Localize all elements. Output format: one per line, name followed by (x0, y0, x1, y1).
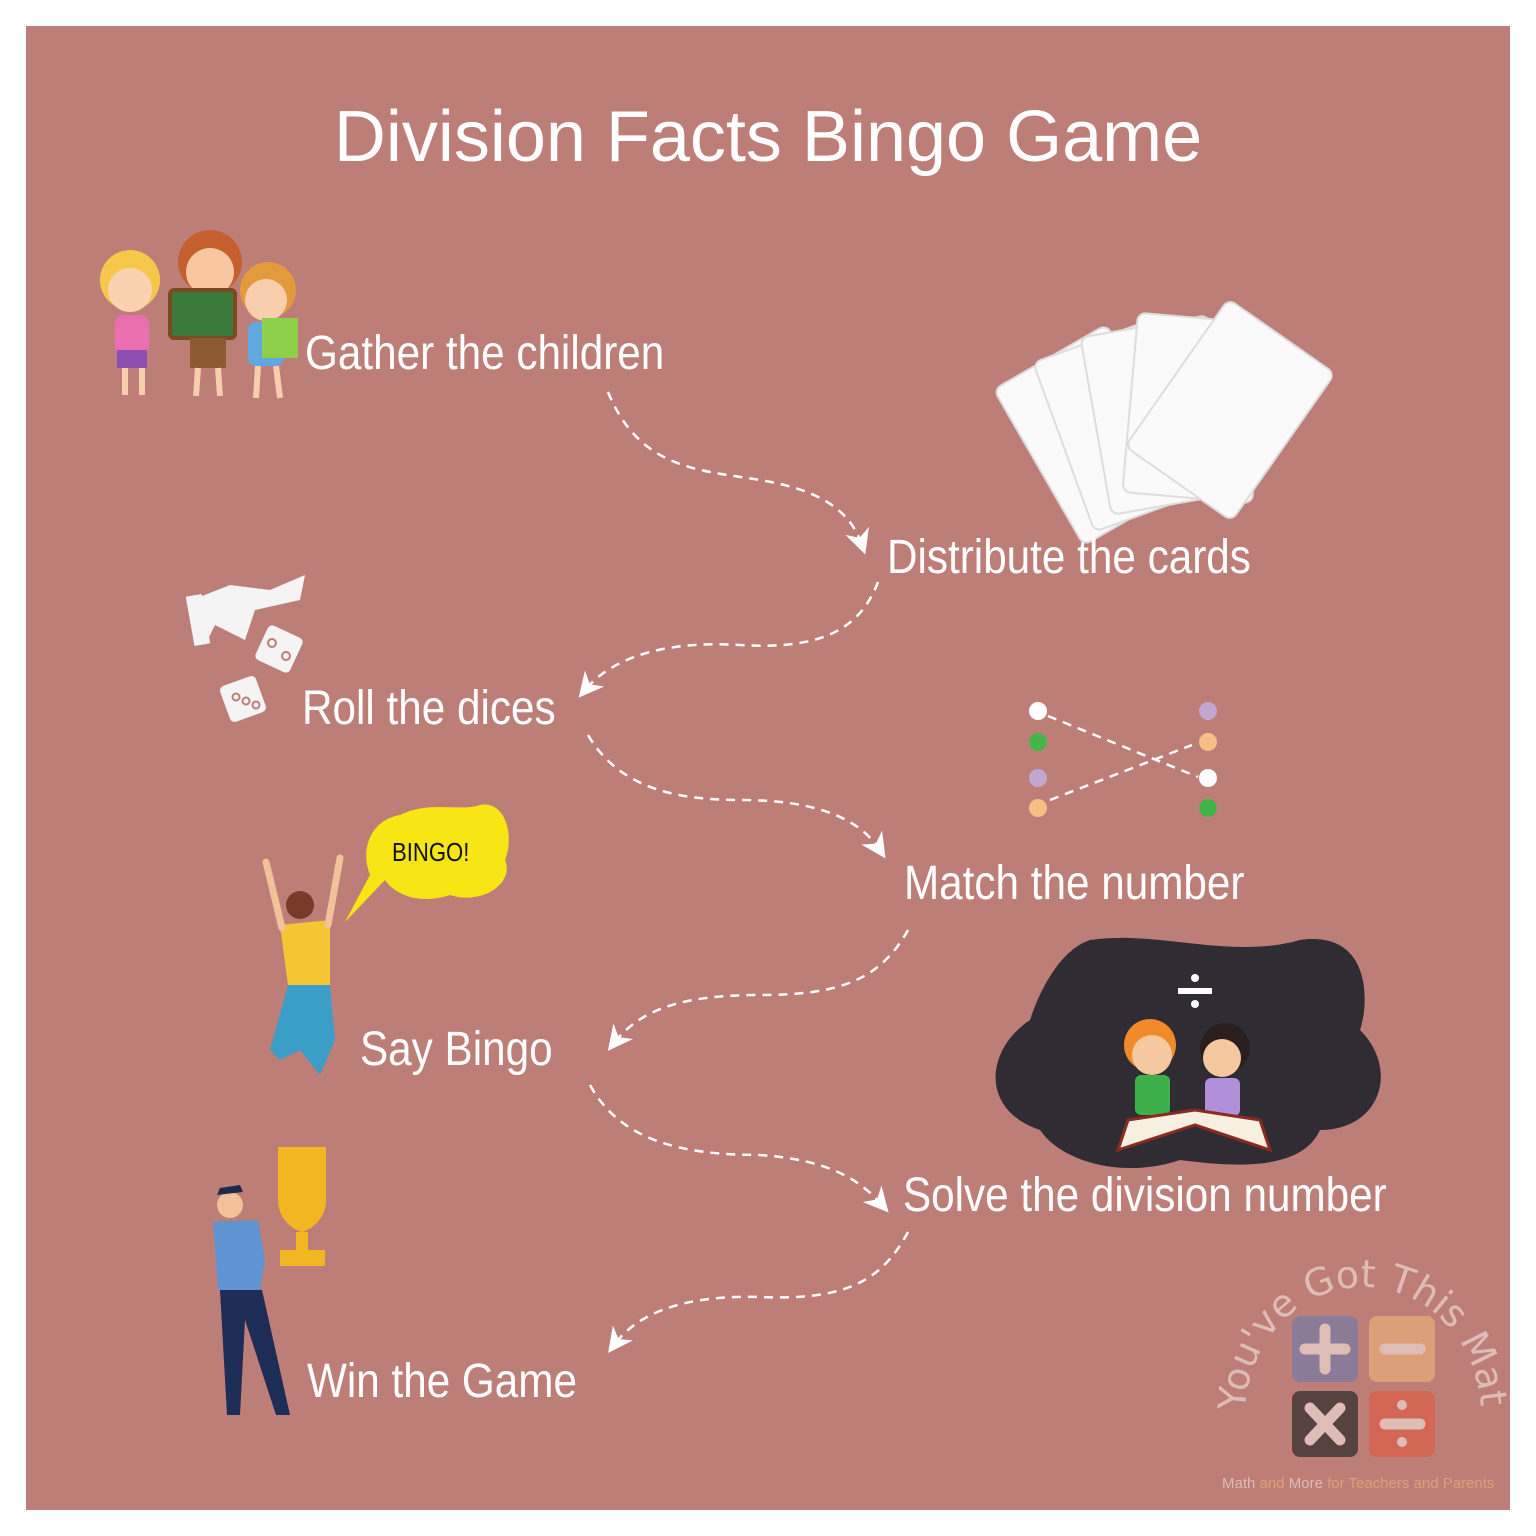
step-gather-children: Gather the children (305, 327, 665, 380)
cards-icon (995, 301, 1333, 544)
speech-bubble (345, 804, 509, 922)
logo-tagline: Math and More for Teachers and Parents (1222, 1475, 1495, 1493)
step-distribute-cards: Distribute the cards (887, 531, 1251, 584)
arrow-1 (606, 391, 869, 555)
step-say-bingo: Say Bingo (360, 1023, 553, 1076)
matching-dots-icon (1029, 702, 1217, 817)
arrow-3 (586, 734, 886, 859)
tagline-more: More (1288, 1475, 1323, 1492)
page-title: Division Facts Bingo Game (333, 97, 1203, 177)
step-match-number: Match the number (904, 857, 1245, 910)
arrow-6 (608, 1231, 910, 1354)
dice-icon (185, 575, 305, 722)
trophy-man-icon (213, 1147, 326, 1415)
children-icon (100, 230, 298, 399)
step-solve-division: Solve the division number (903, 1169, 1387, 1222)
step-win-game: Win the Game (307, 1355, 577, 1408)
tagline-and: and (1255, 1475, 1289, 1492)
tagline-math: Math (1222, 1475, 1256, 1492)
tagline-rest: for Teachers and Parents (1322, 1475, 1495, 1492)
kids-reading-icon (995, 937, 1381, 1169)
arrow-5 (588, 1084, 889, 1213)
step-roll-dices: Roll the dices (302, 682, 556, 735)
arrow-4 (607, 929, 910, 1051)
bingo-bubble-text: BINGO! (392, 837, 470, 867)
arrow-2 (578, 581, 880, 698)
cheering-woman-icon (262, 854, 344, 1075)
